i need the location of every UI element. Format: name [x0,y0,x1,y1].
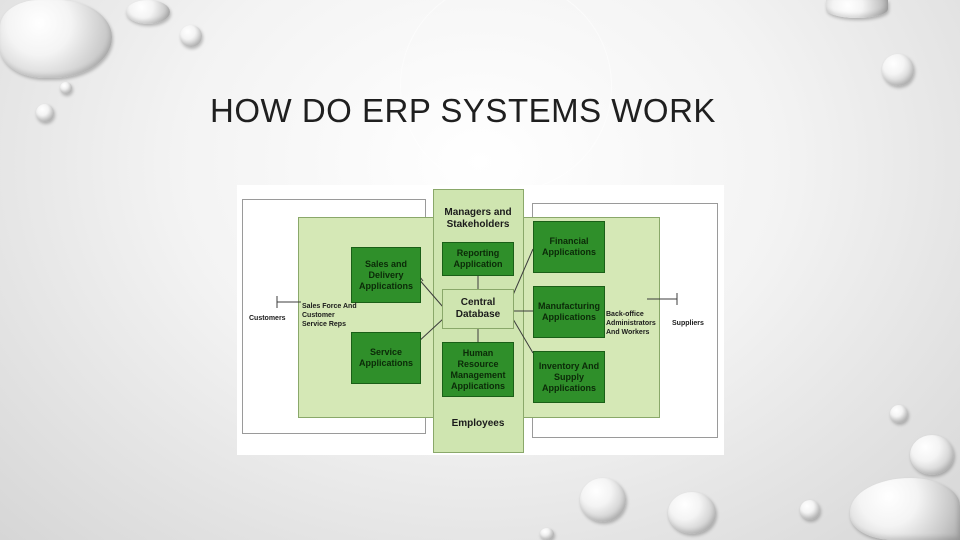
water-drop [890,405,908,423]
managers-label: Managers and Stakeholders [444,207,512,230]
water-drop [910,435,954,475]
water-drop [60,82,72,94]
slide-title: HOW DO ERP SYSTEMS WORK [210,92,716,129]
erp-diagram: Managers and Stakeholders Sales and Deli… [237,185,724,455]
water-drop [36,104,54,122]
module-manufacturing: Manufacturing Applications [533,286,605,338]
water-drop [668,492,716,534]
back-office-label: Back-office Administrators And Workers [606,311,656,336]
module-financial: Financial Applications [533,221,605,273]
suppliers-label: Suppliers [672,320,704,327]
water-drop [126,0,170,24]
water-drop [800,500,820,520]
water-drop [180,25,202,47]
module-reporting: Reporting Application [442,242,514,276]
water-drop [882,54,914,86]
module-inventory: Inventory And Supply Applications [533,351,605,403]
water-drop [540,528,554,540]
water-drop [850,478,960,540]
water-drop [826,0,888,18]
module-sales-delivery: Sales and Delivery Applications [351,247,421,303]
water-drop [580,478,626,522]
module-service: Service Applications [351,332,421,384]
water-drop [0,0,112,78]
customers-label: Customers [249,315,286,322]
sales-force-label: Sales Force And Customer Service Reps [302,303,357,328]
central-database: Central Database [442,289,514,329]
employees-label: Employees [451,418,505,429]
module-hr: Human Resource Management Applications [442,342,514,397]
